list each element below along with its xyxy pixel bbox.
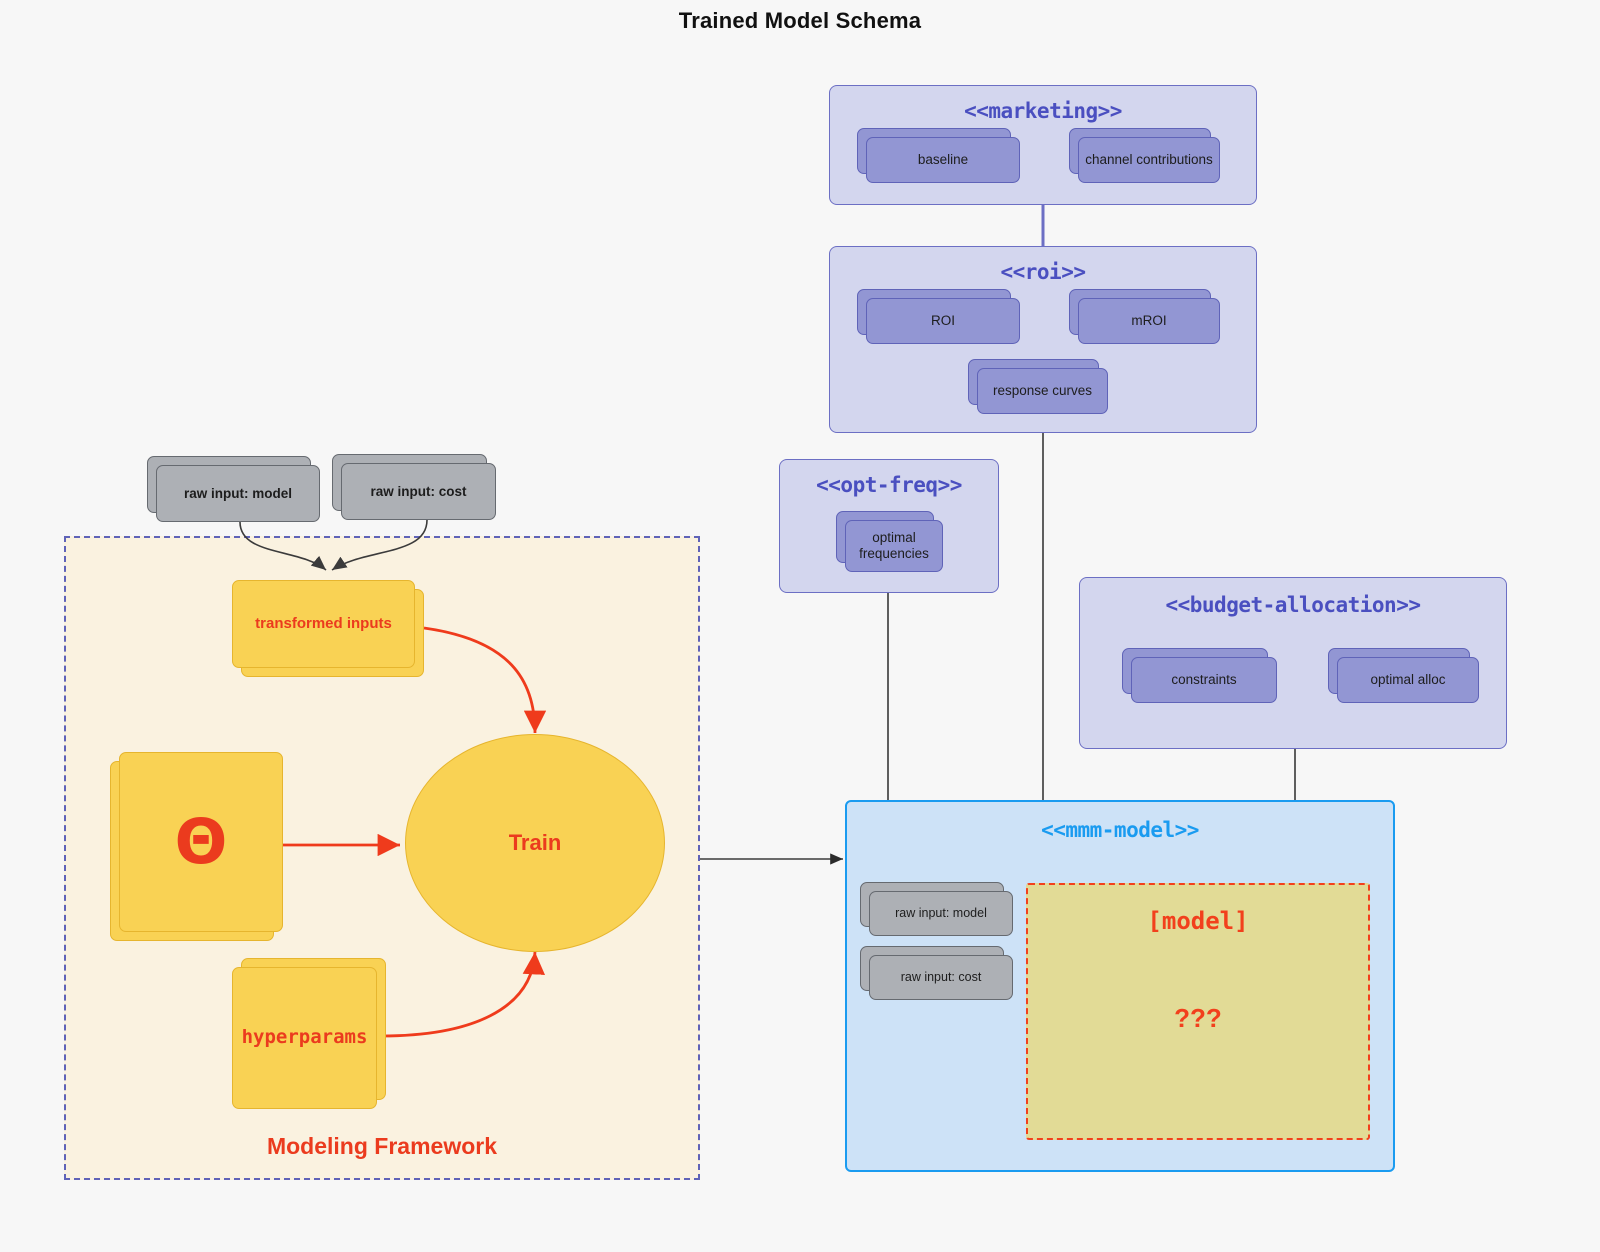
- transformed-inputs-box[interactable]: transformed inputs: [232, 580, 424, 677]
- node-optimal-frequencies-line2: frequencies: [859, 546, 929, 561]
- node-channel-contributions[interactable]: channel contributions: [1069, 128, 1220, 183]
- node-roi-label: ROI: [866, 298, 1020, 344]
- package-marketing-title: <<marketing>>: [964, 99, 1122, 123]
- modeling-framework-label: Modeling Framework: [266, 1133, 498, 1159]
- theta-box[interactable]: Θ: [110, 752, 283, 941]
- node-mroi[interactable]: mROI: [1069, 289, 1220, 344]
- mmm-raw-input-cost-box[interactable]: raw input: cost: [860, 946, 1013, 1000]
- train-node[interactable]: Train: [405, 734, 665, 952]
- node-optimal-frequencies[interactable]: optimal frequencies: [836, 511, 943, 572]
- node-roi[interactable]: ROI: [857, 289, 1020, 344]
- node-optimal-alloc[interactable]: optimal alloc: [1328, 648, 1479, 703]
- node-mroi-label: mROI: [1078, 298, 1220, 344]
- node-channel-contributions-label: channel contributions: [1078, 137, 1220, 183]
- page-title: Trained Model Schema: [678, 8, 922, 33]
- mmm-raw-input-model-label: raw input: model: [869, 891, 1013, 936]
- node-constraints-label: constraints: [1131, 657, 1277, 703]
- node-optimal-frequencies-line1: optimal: [872, 530, 916, 546]
- mmm-raw-input-cost-label: raw input: cost: [869, 955, 1013, 1000]
- mmm-raw-input-model-box[interactable]: raw input: model: [860, 882, 1013, 936]
- raw-input-model-box[interactable]: raw input: model: [147, 456, 320, 522]
- model-note-body: ???: [1174, 1003, 1222, 1033]
- hyperparams-box[interactable]: hyperparams: [232, 958, 386, 1109]
- node-response-curves[interactable]: response curves: [968, 359, 1108, 414]
- model-note-title: [model]: [1147, 907, 1249, 935]
- raw-input-model-label: raw input: model: [156, 465, 320, 522]
- node-response-curves-label: response curves: [977, 368, 1108, 414]
- package-budget-allocation-title: <<budget-allocation>>: [1165, 593, 1421, 617]
- package-mmm-model-title: <<mmm-model>>: [1041, 818, 1199, 842]
- package-roi-title: <<roi>>: [1000, 260, 1086, 284]
- train-label: Train: [508, 830, 562, 855]
- raw-input-cost-box[interactable]: raw input: cost: [332, 454, 496, 520]
- node-baseline-label: baseline: [866, 137, 1020, 183]
- transformed-inputs-label: transformed inputs: [255, 615, 392, 633]
- theta-glyph: Θ: [174, 805, 228, 878]
- node-baseline[interactable]: baseline: [857, 128, 1020, 183]
- hyperparams-label: hyperparams: [241, 1026, 368, 1049]
- model-note[interactable]: [model] ???: [1026, 883, 1370, 1140]
- node-optimal-alloc-label: optimal alloc: [1337, 657, 1479, 703]
- raw-input-cost-label: raw input: cost: [341, 463, 496, 520]
- package-opt-freq-title: <<opt-freq>>: [816, 473, 962, 497]
- node-constraints[interactable]: constraints: [1122, 648, 1277, 703]
